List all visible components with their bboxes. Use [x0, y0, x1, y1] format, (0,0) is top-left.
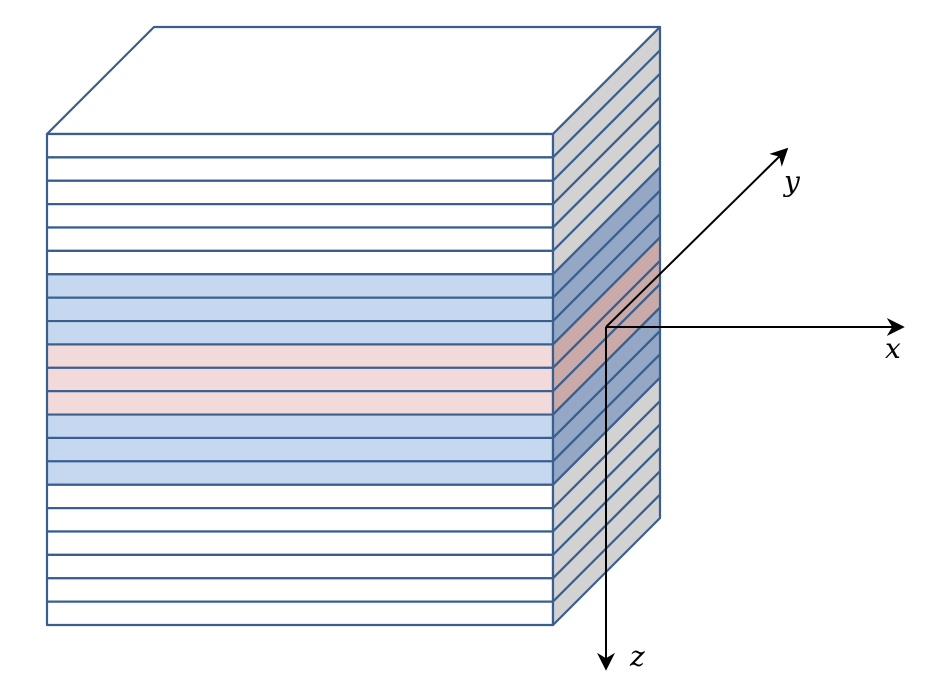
layer-stack: [45, 25, 662, 627]
layer-front-white: [45, 530, 555, 556]
layer-front-white: [45, 553, 555, 580]
layer-front-blue: [45, 296, 555, 323]
z-axis-label: z: [629, 640, 645, 673]
layer-front-red: [45, 390, 555, 416]
layer-front-blue: [45, 460, 555, 486]
layer-front-white: [45, 226, 555, 253]
layer-front-blue: [45, 319, 555, 346]
y-axis-label: y: [782, 165, 801, 198]
layer-front-white: [45, 179, 555, 206]
layer-front-white: [45, 577, 555, 603]
coordinate-axes: x y z: [597, 147, 905, 673]
layer-front-blue: [45, 436, 555, 463]
x-axis-label: x: [885, 332, 901, 365]
layer-front-white: [45, 156, 555, 182]
layer-front-blue: [45, 413, 555, 440]
layer-front-white: [45, 506, 555, 533]
layer-front-white: [45, 249, 555, 276]
layer-front-red: [45, 366, 555, 393]
layer-front-white: [45, 132, 555, 159]
layer-front-white: [45, 203, 555, 229]
layer-front-white: [45, 483, 555, 510]
layer-front-white: [45, 600, 555, 627]
layer-front-red: [45, 343, 555, 369]
y-axis-arrow: [605, 147, 789, 328]
layer-front-blue: [45, 273, 555, 299]
